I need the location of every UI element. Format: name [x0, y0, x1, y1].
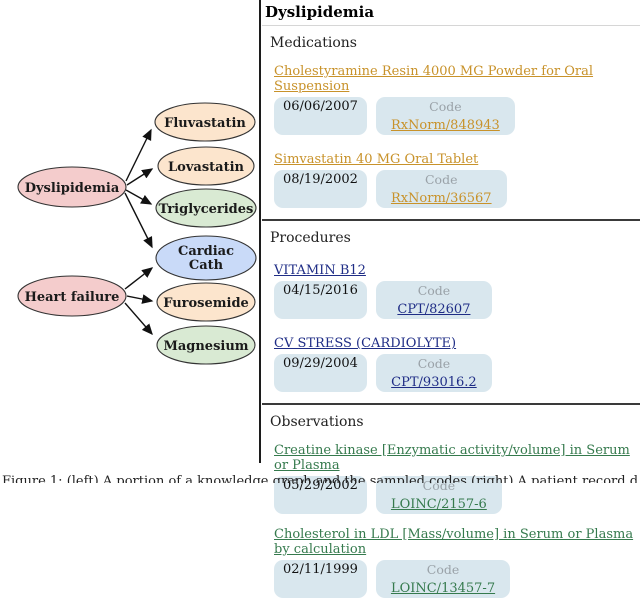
node-magnesium-shape	[156, 325, 256, 365]
procedure-link[interactable]: CV STRESS (CARDIOLYTE)	[274, 336, 457, 351]
figure-caption: Figure 1: (left) A portion of a knowledg…	[2, 474, 638, 483]
cpt-code-link[interactable]: CPT/82607	[397, 302, 471, 317]
procedure-entry: VITAMIN B12 04/15/2016 Code CPT/82607	[270, 259, 640, 319]
node-magnesium: Magnesium	[156, 325, 256, 365]
observation-link[interactable]: Creatine kinase [Enzymatic activity/volu…	[274, 443, 630, 473]
node-furosemide-shape	[156, 282, 256, 322]
graph-edges	[124, 128, 154, 336]
node-lovastatin-shape	[157, 146, 255, 186]
node-triglycerides-shape	[155, 188, 257, 228]
cpt-code-link[interactable]: CPT/93016.2	[391, 375, 477, 390]
entry-row: 08/19/2002 Code RxNorm/36567	[274, 170, 640, 208]
entry-row: 02/11/1999 Code LOINC/13457-7	[274, 560, 640, 598]
entry-row: 04/15/2016 Code CPT/82607	[274, 281, 640, 319]
node-heart-failure: Heart failure	[17, 275, 127, 317]
code-chip-label: Code	[417, 283, 451, 298]
procedure-link[interactable]: VITAMIN B12	[274, 263, 366, 278]
medication-link[interactable]: Simvastatin 40 MG Oral Tablet	[274, 152, 479, 167]
node-cardiac-cath-shape	[155, 235, 257, 281]
medication-entry: Simvastatin 40 MG Oral Tablet 08/19/2002…	[270, 148, 640, 208]
medication-link[interactable]: Cholestyramine Resin 4000 MG Powder for …	[274, 64, 594, 94]
code-chip: Code RxNorm/848943	[375, 97, 515, 135]
node-lovastatin-label: Lovastatin	[168, 160, 244, 175]
section-observations: Observations Creatine kinase [Enzymatic …	[262, 405, 640, 609]
edge-dyslipidemia-cardiac-cath	[124, 192, 153, 249]
edge-heart-failure-magnesium	[124, 302, 153, 336]
patient-record-panel: Dyslipidemia Medications Cholestyramine …	[262, 0, 640, 609]
node-dyslipidemia-shape	[17, 166, 127, 208]
date-chip: 06/06/2007	[274, 97, 367, 135]
title-rule	[262, 25, 640, 26]
node-fluvastatin: Fluvastatin	[154, 102, 256, 142]
node-furosemide-label: Furosemide	[163, 296, 249, 311]
loinc-code-link[interactable]: LOINC/2157-6	[390, 497, 487, 512]
section-procedures-heading: Procedures	[270, 230, 351, 246]
section-medications-heading: Medications	[270, 35, 357, 51]
entry-row: 09/29/2004 Code CPT/93016.2	[274, 354, 640, 392]
date-chip: 08/19/2002	[274, 170, 367, 208]
code-chip-label: Code	[426, 562, 460, 577]
code-chip-label: Code	[429, 99, 462, 114]
node-dyslipidemia-label: Dyslipidemia	[25, 181, 120, 196]
rxnorm-code-link[interactable]: RxNorm/848943	[390, 118, 500, 133]
date-chip: 02/11/1999	[274, 560, 367, 598]
node-cardiac-cath: Cardiac Cath	[155, 235, 257, 281]
concept-graph-diagram: Dyslipidemia Heart failure Fluvastatin L…	[17, 102, 257, 365]
node-magnesium-label: Magnesium	[163, 339, 248, 354]
section-medications: Medications Cholestyramine Resin 4000 MG…	[262, 26, 640, 221]
code-chip: Code CPT/93016.2	[375, 354, 492, 392]
section-procedures: Procedures VITAMIN B12 04/15/2016 Code C…	[262, 221, 640, 405]
date-chip: 09/29/2004	[274, 354, 367, 392]
node-cardiac-cath-label-line2: Cath	[189, 258, 224, 273]
node-triglycerides-label: Triglycerides	[159, 202, 254, 217]
node-heart-failure-label: Heart failure	[25, 290, 120, 305]
node-dyslipidemia: Dyslipidemia	[17, 166, 127, 208]
edge-heart-failure-cardiac-cath	[124, 267, 154, 290]
procedure-entry: CV STRESS (CARDIOLYTE) 09/29/2004 Code C…	[270, 332, 640, 392]
edge-dyslipidemia-triglycerides	[125, 189, 153, 205]
edge-dyslipidemia-lovastatin	[126, 168, 154, 186]
code-chip: Code CPT/82607	[375, 281, 492, 319]
node-fluvastatin-shape	[154, 102, 256, 142]
svg-text:Cath: Cath	[189, 258, 224, 273]
rxnorm-code-link[interactable]: RxNorm/36567	[390, 191, 492, 206]
code-chip-label: Code	[424, 172, 458, 187]
code-chip-label: Code	[417, 356, 451, 371]
section-observations-heading: Observations	[270, 414, 364, 430]
node-triglycerides: Triglycerides	[155, 188, 257, 228]
node-furosemide: Furosemide	[156, 282, 256, 322]
edge-heart-failure-furosemide	[126, 294, 154, 304]
medication-entry: Cholestyramine Resin 4000 MG Powder for …	[270, 64, 640, 135]
observation-entry: Cholesterol in LDL [Mass/volume] in Seru…	[270, 527, 640, 598]
node-lovastatin: Lovastatin	[157, 146, 255, 186]
loinc-code-link[interactable]: LOINC/13457-7	[390, 581, 496, 596]
code-chip: Code RxNorm/36567	[375, 170, 507, 208]
code-chip: Code LOINC/13457-7	[375, 560, 511, 598]
node-heart-failure-shape	[17, 275, 127, 317]
observation-link[interactable]: Cholesterol in LDL [Mass/volume] in Seru…	[274, 527, 634, 557]
panel-left-divider	[259, 0, 261, 463]
edge-dyslipidemia-fluvastatin	[125, 128, 152, 182]
date-chip: 04/15/2016	[274, 281, 367, 319]
panel-title: Dyslipidemia	[265, 3, 375, 21]
node-cardiac-cath-label-line1: Cardiac	[178, 244, 234, 259]
entry-row: 06/06/2007 Code RxNorm/848943	[274, 97, 640, 135]
svg-text:Cardiac: Cardiac	[178, 244, 234, 259]
node-fluvastatin-label: Fluvastatin	[164, 116, 246, 131]
